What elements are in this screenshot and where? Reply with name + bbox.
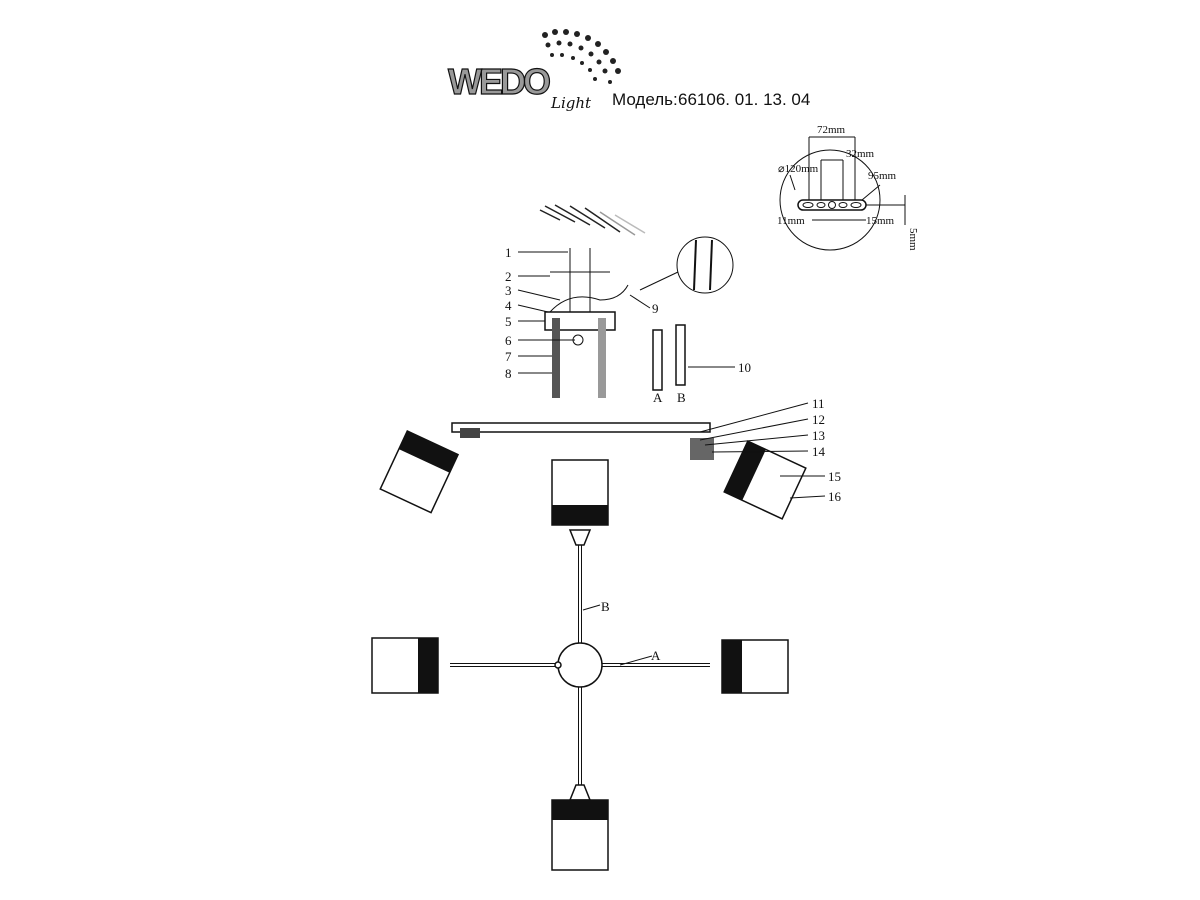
parts-labels-5: 6 [505, 333, 512, 348]
mounting_plate-dimensions-height_5: 5mm [907, 228, 919, 251]
parts-labels-11: 12 [812, 412, 825, 427]
logo-sub: Light [550, 94, 592, 112]
shade-part-labels: 11 12 13 14 15 16 [699, 396, 842, 504]
rod-b [675, 324, 686, 386]
wedo-light-logo: WEDO Light [447, 29, 621, 112]
assembly-arm_a: A [651, 648, 661, 663]
model-label: Модель: [612, 90, 678, 109]
parts-labels-6: 7 [505, 349, 512, 364]
assembly-arm_b: B [601, 599, 610, 614]
right-shade [723, 440, 807, 520]
part-number-labels: 1 2 3 4 5 6 7 8 9 10 [505, 245, 751, 381]
parts-labels-2: 3 [505, 283, 512, 298]
mounting_plate-dimensions-diameter: ⌀120mm [778, 163, 819, 175]
parts-labels-7: 8 [505, 366, 512, 381]
mounting_plate-dimensions-width_72: 72mm [817, 124, 846, 136]
parts-rod_a: A [653, 390, 663, 405]
left-shade [379, 429, 460, 514]
rod-a [652, 329, 663, 391]
top-view-cross: B A [371, 529, 789, 871]
mounting_plate-dimensions-left_11: 11mm [777, 215, 805, 227]
logo-brand: WEDO [448, 61, 550, 102]
parts-labels-4: 5 [505, 314, 512, 329]
logo-dot-fan [542, 29, 621, 84]
left-joint [460, 428, 480, 438]
parts-labels-0: 1 [505, 245, 512, 260]
parts-labels-1: 2 [505, 269, 512, 284]
parts-rod_b: B [677, 390, 686, 405]
parts-labels-10: 11 [812, 396, 825, 411]
mounting-plate-drawing: ⌀120mm 72mm 32mm 95mm 11mm 15mm 5mm [777, 124, 919, 251]
parts-labels-14: 15 [828, 469, 841, 484]
parts-labels-12: 13 [812, 428, 825, 443]
ceiling-hatch [539, 204, 646, 236]
center-shade [551, 459, 609, 526]
parts-labels-13: 14 [812, 444, 826, 459]
side-view-bar [451, 422, 711, 433]
parts-labels-15: 16 [828, 489, 842, 504]
model-number: 66106. 01. 13. 04 [678, 90, 810, 109]
parts-labels-9: 10 [738, 360, 751, 375]
canopy-exploded [544, 236, 734, 398]
mounting_plate-dimensions-length_95: 95mm [868, 170, 897, 182]
parts-labels-8: 9 [652, 301, 659, 316]
mounting_plate-dimensions-right_15: 15mm [866, 215, 895, 227]
parts-labels-3: 4 [505, 298, 512, 313]
right-socket [690, 438, 714, 460]
mounting_plate-dimensions-width_32: 32mm [846, 148, 875, 160]
